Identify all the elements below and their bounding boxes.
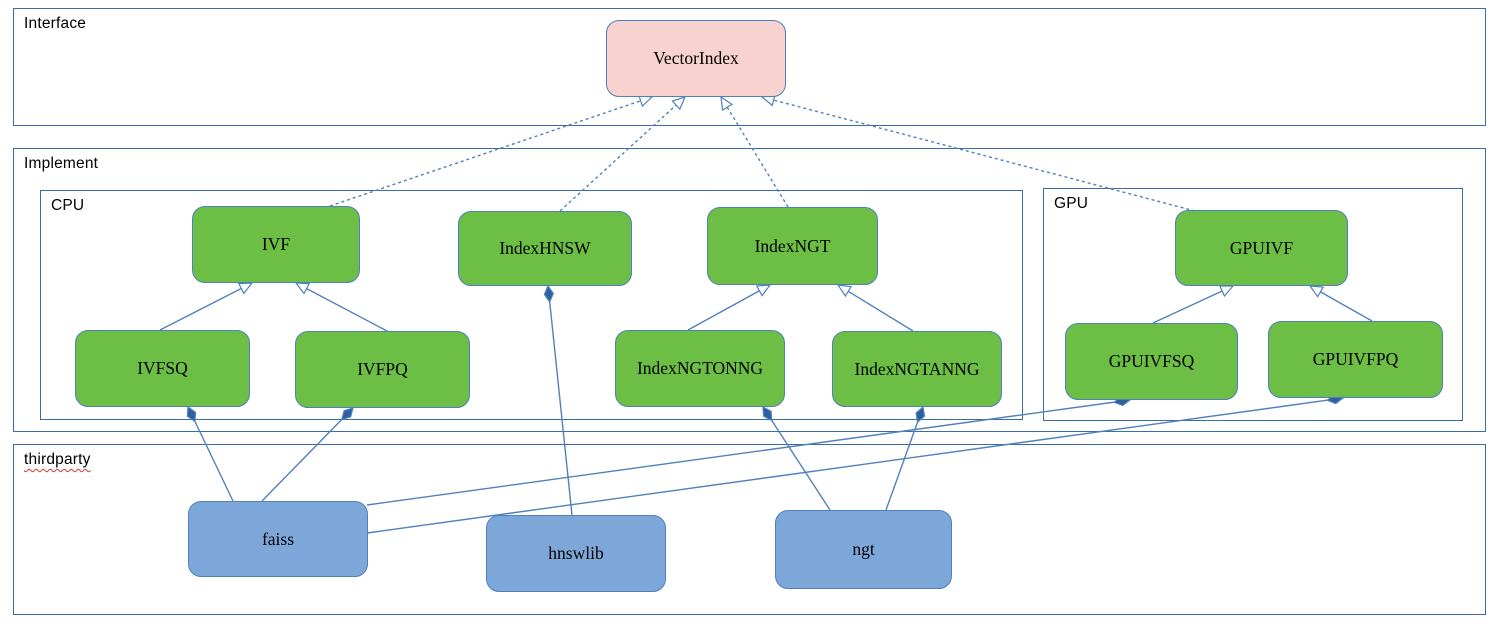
edge-IVF-VectorIndex-realization: [329, 94, 654, 207]
node-IndexNGTANNG[interactable]: IndexNGTANNG: [832, 331, 1002, 407]
node-VectorIndex-label: VectorIndex: [653, 48, 739, 68]
container-implement-label: Implement: [24, 155, 99, 172]
edge-IVFPQ-IVF-inheritance: [294, 282, 388, 332]
container-cpu: CPU: [40, 190, 1023, 420]
container-interface: Interface: [13, 8, 1486, 126]
node-GPUIVFSQ-label: GPUIVFSQ: [1108, 351, 1195, 371]
edge-IndexNGTONNG-IndexNGT-inheritance: [687, 284, 772, 331]
edge-IndexHNSW-VectorIndex-realization: [559, 96, 687, 212]
edge-faiss-GPUIVFSQ-composition: [366, 395, 1132, 506]
edge-IndexNGTANNG-IndexNGT-inheritance: [836, 284, 914, 332]
edge-GPUIVF-VectorIndex-realization: [760, 93, 1196, 212]
node-GPUIVFSQ[interactable]: GPUIVFSQ: [1065, 323, 1238, 400]
node-VectorIndex[interactable]: VectorIndex: [606, 20, 786, 97]
node-hnswlib[interactable]: hnswlib: [486, 515, 666, 592]
node-hnswlib-label: hnswlib: [548, 543, 604, 563]
node-IndexNGTANNG-label: IndexNGTANNG: [854, 358, 980, 379]
edge-faiss-IVFSQ-composition: [186, 405, 234, 502]
node-IndexNGTONNG-label: IndexNGTONNG: [636, 358, 764, 378]
node-IndexHNSW[interactable]: IndexHNSW: [458, 211, 632, 286]
node-IVFSQ[interactable]: IVFSQ: [75, 330, 250, 407]
node-IndexHNSW-label: IndexHNSW: [499, 238, 591, 258]
edge-GPUIVFSQ-GPUIVF-inheritance: [1152, 285, 1235, 324]
node-faiss[interactable]: faiss: [188, 501, 368, 577]
node-GPUIVFPQ[interactable]: GPUIVFPQ: [1268, 321, 1443, 398]
node-IVF-label: IVF: [261, 234, 291, 254]
node-IVF[interactable]: IVF: [192, 206, 360, 283]
edge-ngt-IndexNGTONNG-composition: [762, 405, 831, 511]
node-IVFPQ-label: IVFPQ: [357, 359, 408, 379]
node-IndexNGT-label: IndexNGT: [754, 235, 831, 256]
node-GPUIVF-label: GPUIVF: [1229, 237, 1294, 258]
edge-IVFSQ-IVF-inheritance: [159, 282, 254, 331]
container-cpu-label: CPU: [51, 197, 85, 214]
container-thirdparty-label: thirdparty: [24, 451, 91, 468]
container-gpu-label: GPU: [1054, 195, 1089, 212]
node-GPUIVF[interactable]: GPUIVF: [1175, 210, 1348, 286]
edge-GPUIVFPQ-GPUIVF-inheritance: [1308, 285, 1373, 322]
edge-faiss-IVFPQ-composition: [261, 407, 354, 502]
node-IndexNGTONNG[interactable]: IndexNGTONNG: [615, 330, 785, 407]
container-thirdparty: thirdparty: [13, 444, 1486, 615]
edge-hnswlib-IndexHNSW-composition: [543, 284, 573, 516]
node-ngt-label: ngt: [852, 539, 875, 559]
container-implement: Implement: [13, 148, 1486, 432]
node-IndexNGT[interactable]: IndexNGT: [707, 207, 878, 285]
node-faiss-label: faiss: [261, 528, 295, 549]
container-interface-label: Interface: [24, 15, 87, 32]
node-ngt[interactable]: ngt: [775, 510, 952, 589]
node-IVFPQ[interactable]: IVFPQ: [295, 331, 470, 408]
node-GPUIVFPQ-label: GPUIVFPQ: [1312, 349, 1399, 369]
container-gpu: GPU: [1043, 188, 1463, 421]
node-IVFSQ-label: IVFSQ: [137, 358, 188, 378]
edge-IndexNGT-VectorIndex-realization: [720, 95, 789, 208]
edge-ngt-IndexNGTANNG-composition: [885, 405, 926, 511]
